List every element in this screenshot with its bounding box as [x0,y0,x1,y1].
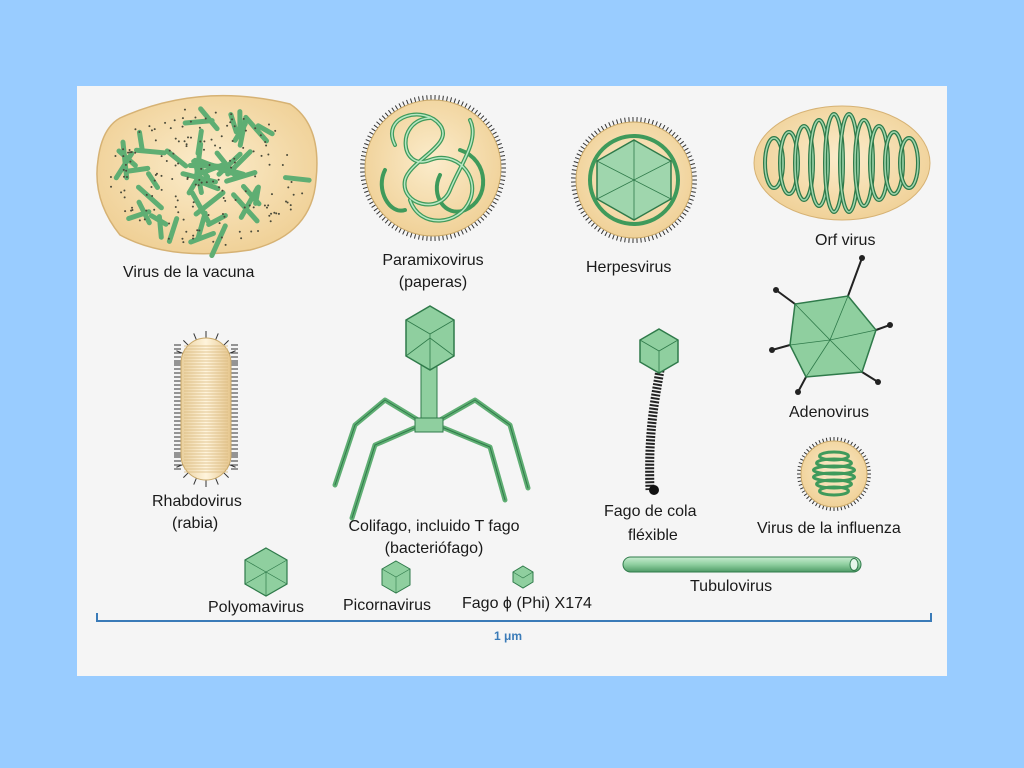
coliphage-sublabel: (bacteriófago) [384,540,484,557]
herpesvirus-illustration [571,117,697,243]
scale-bar-label: 1 μm [493,629,523,643]
phi-x174-phage-illustration [512,565,534,589]
rhabdovirus-sublabel: (rabia) [172,515,219,532]
rhabdovirus-label: Rhabdovirus [152,493,242,510]
orf-virus-illustration [753,105,931,221]
adenovirus-label: Adenovirus [789,404,870,421]
influenza-virus-illustration [797,437,871,511]
tubulovirus-illustration [622,556,862,573]
vaccinia-virus-illustration [96,94,318,259]
flexible-tail-phage-illustration [639,328,679,495]
influenza-label: Virus de la influenza [757,520,901,537]
herpesvirus-label: Herpesvirus [586,259,672,276]
orf-virus-label: Orf virus [815,232,876,249]
polyomavirus-label: Polyomavirus [208,599,305,616]
picornavirus-label: Picornavirus [343,597,432,614]
coliphage-t-illustration [332,305,531,521]
tubulovirus-label: Tubulovirus [690,578,773,595]
coliphage-label: Colifago, incluido T fago [348,518,520,535]
paramyxovirus-illustration [360,95,506,241]
flexible-phage-sublabel: fléxible [628,527,678,544]
adenovirus-illustration [769,255,893,395]
flexible-phage-label: Fago de cola [604,503,697,520]
polyomavirus-illustration [244,547,288,597]
paramyxovirus-sublabel: (paperas) [398,274,468,291]
picornavirus-illustration [381,560,411,594]
vaccinia-label: Virus de la vacuna [123,264,255,281]
rhabdovirus-illustration [174,331,238,487]
scale-bar [96,613,932,622]
paramyxovirus-label: Paramixovirus [382,252,484,269]
phi-x174-label: Fago ϕ (Phi) X174 [462,595,592,612]
